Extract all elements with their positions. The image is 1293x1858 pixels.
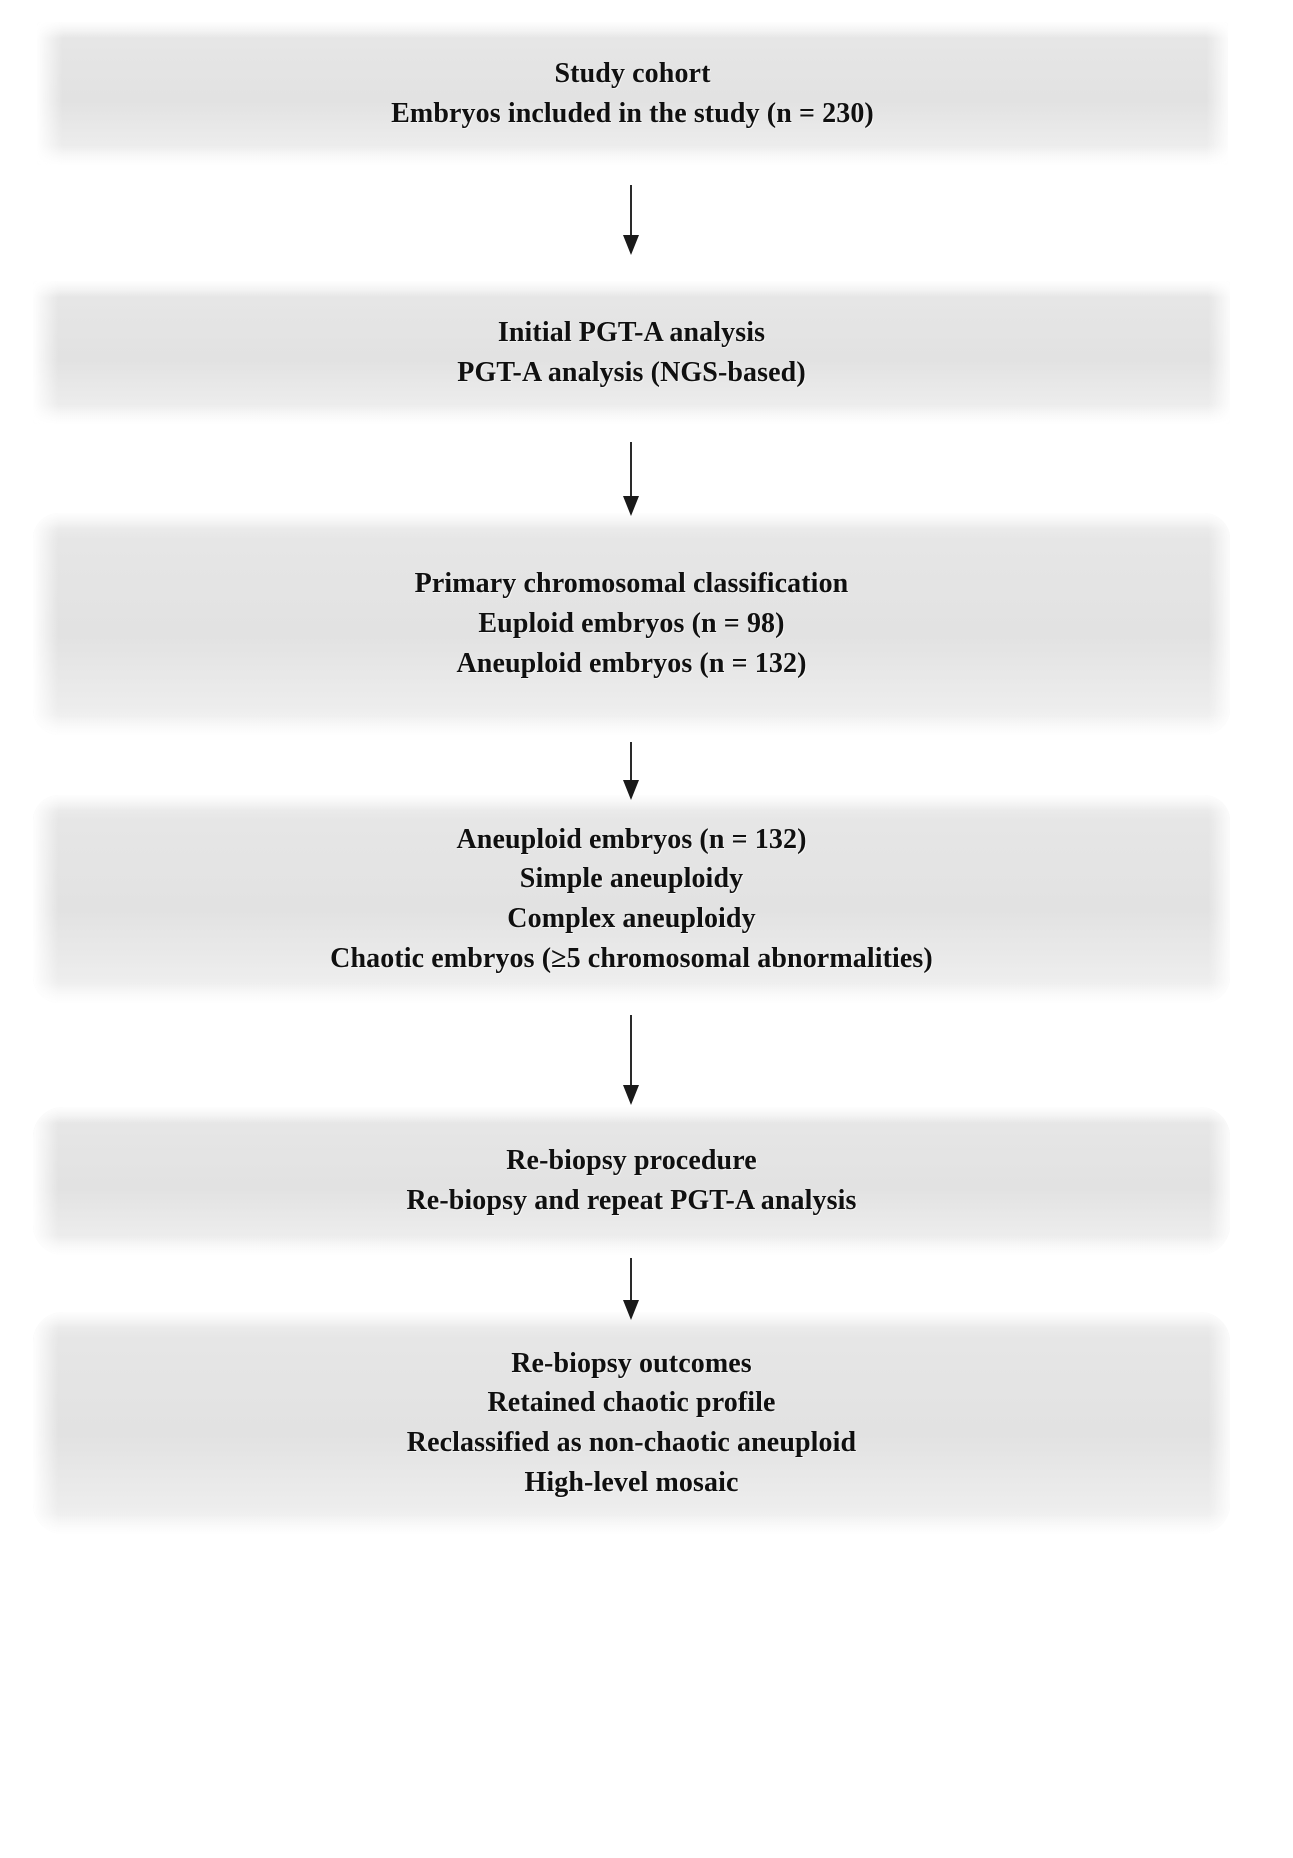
node-study-cohort-line-0: Study cohort [554, 57, 711, 89]
arrow-5 [616, 1258, 646, 1320]
arrow-1-stem [630, 185, 632, 237]
node-primary-chromosomal-classification-line-2: Aneuploid embryos (n = 132) [456, 647, 807, 679]
node-re-biopsy-outcomes-line-3: High-level mosaic [524, 1466, 739, 1498]
node-study-cohort[interactable]: Study cohort Embryos included in the stu… [37, 22, 1228, 165]
node-primary-chromosomal-classification-line-0: Primary chromosomal classification [414, 568, 849, 600]
arrow-2 [616, 442, 646, 520]
node-re-biopsy-outcomes[interactable]: Re-biopsy outcomes Retained chaotic prof… [33, 1312, 1230, 1534]
node-aneuploid-embryos[interactable]: Aneuploid embryos (n = 132) Simple aneup… [33, 795, 1230, 1003]
arrow-1-head [623, 235, 639, 255]
node-aneuploid-embryos-line-2: Complex aneuploidy [507, 903, 756, 934]
arrow-4-head [623, 1085, 639, 1105]
arrow-4-stem [630, 1015, 632, 1087]
node-re-biopsy-procedure-line-0: Re-biopsy procedure [506, 1145, 757, 1177]
arrow-1 [616, 185, 646, 257]
arrow-3-head [623, 780, 639, 800]
node-study-cohort-line-1: Embryos included in the study (n = 230) [391, 97, 874, 129]
node-initial-pgta-analysis[interactable]: Initial PGT-A analysis PGT-A analysis (N… [33, 281, 1230, 424]
arrow-3-stem [630, 742, 632, 782]
arrow-2-stem [630, 442, 632, 498]
arrow-2-head [623, 496, 639, 516]
node-initial-pgta-analysis-line-1: PGT-A analysis (NGS-based) [457, 356, 806, 388]
node-primary-chromosomal-classification[interactable]: Primary chromosomal classification Euplo… [33, 513, 1230, 735]
node-re-biopsy-outcomes-line-0: Re-biopsy outcomes [511, 1347, 752, 1379]
node-aneuploid-embryos-line-0: Aneuploid embryos (n = 132) [456, 823, 807, 855]
arrow-5-stem [630, 1258, 632, 1302]
node-initial-pgta-analysis-line-0: Initial PGT-A analysis [497, 316, 766, 348]
arrow-4 [616, 1015, 646, 1110]
arrow-5-head [623, 1300, 639, 1320]
arrow-3 [616, 742, 646, 800]
node-re-biopsy-outcomes-line-2: Reclassified as non‑chaotic aneuploid [406, 1427, 857, 1458]
node-re-biopsy-procedure[interactable]: Re-biopsy procedure Re-biopsy and repeat… [33, 1107, 1230, 1255]
node-aneuploid-embryos-line-1: Simple aneuploidy [519, 863, 744, 895]
node-re-biopsy-outcomes-line-1: Retained chaotic profile [487, 1387, 776, 1419]
node-aneuploid-embryos-line-3: Chaotic embryos (≥5 chromosomal abnormal… [330, 942, 933, 974]
node-primary-chromosomal-classification-line-1: Euploid embryos (n = 98) [478, 608, 785, 640]
node-re-biopsy-procedure-line-1: Re-biopsy and repeat PGT-A analysis [406, 1185, 857, 1216]
